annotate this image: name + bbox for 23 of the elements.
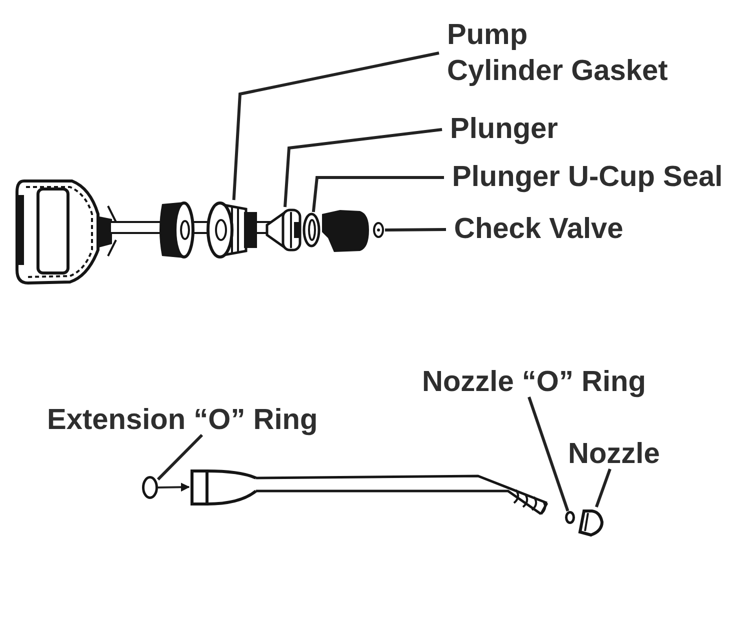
part-label: Plunger U-Cup Seal — [444, 163, 723, 192]
plunger-drawing — [265, 207, 302, 253]
arrow — [158, 482, 190, 492]
o-ring — [142, 476, 158, 499]
leader-line — [528, 396, 570, 512]
part-label: Extension “O” Ring — [39, 406, 318, 435]
part-label: Check Valve — [446, 215, 624, 244]
extension-wand-drawing — [189, 468, 551, 518]
part-label: Plunger — [442, 115, 558, 144]
leader-line — [284, 128, 442, 208]
part-label: Nozzle — [560, 440, 660, 469]
leader-line — [156, 434, 204, 480]
gasket-drawing — [205, 200, 259, 260]
part-label: Nozzle “O” Ring — [414, 368, 646, 397]
leader-line — [594, 468, 612, 508]
part-label: Pump Cylinder Gasket — [439, 17, 709, 89]
leader-line — [384, 228, 446, 232]
check-valve-drawing — [372, 221, 385, 239]
leader-line — [312, 176, 444, 212]
nozzle-drawing — [577, 507, 605, 537]
leader-line — [232, 52, 440, 200]
o-ring — [565, 511, 575, 524]
seal-ring-drawing — [302, 212, 321, 248]
